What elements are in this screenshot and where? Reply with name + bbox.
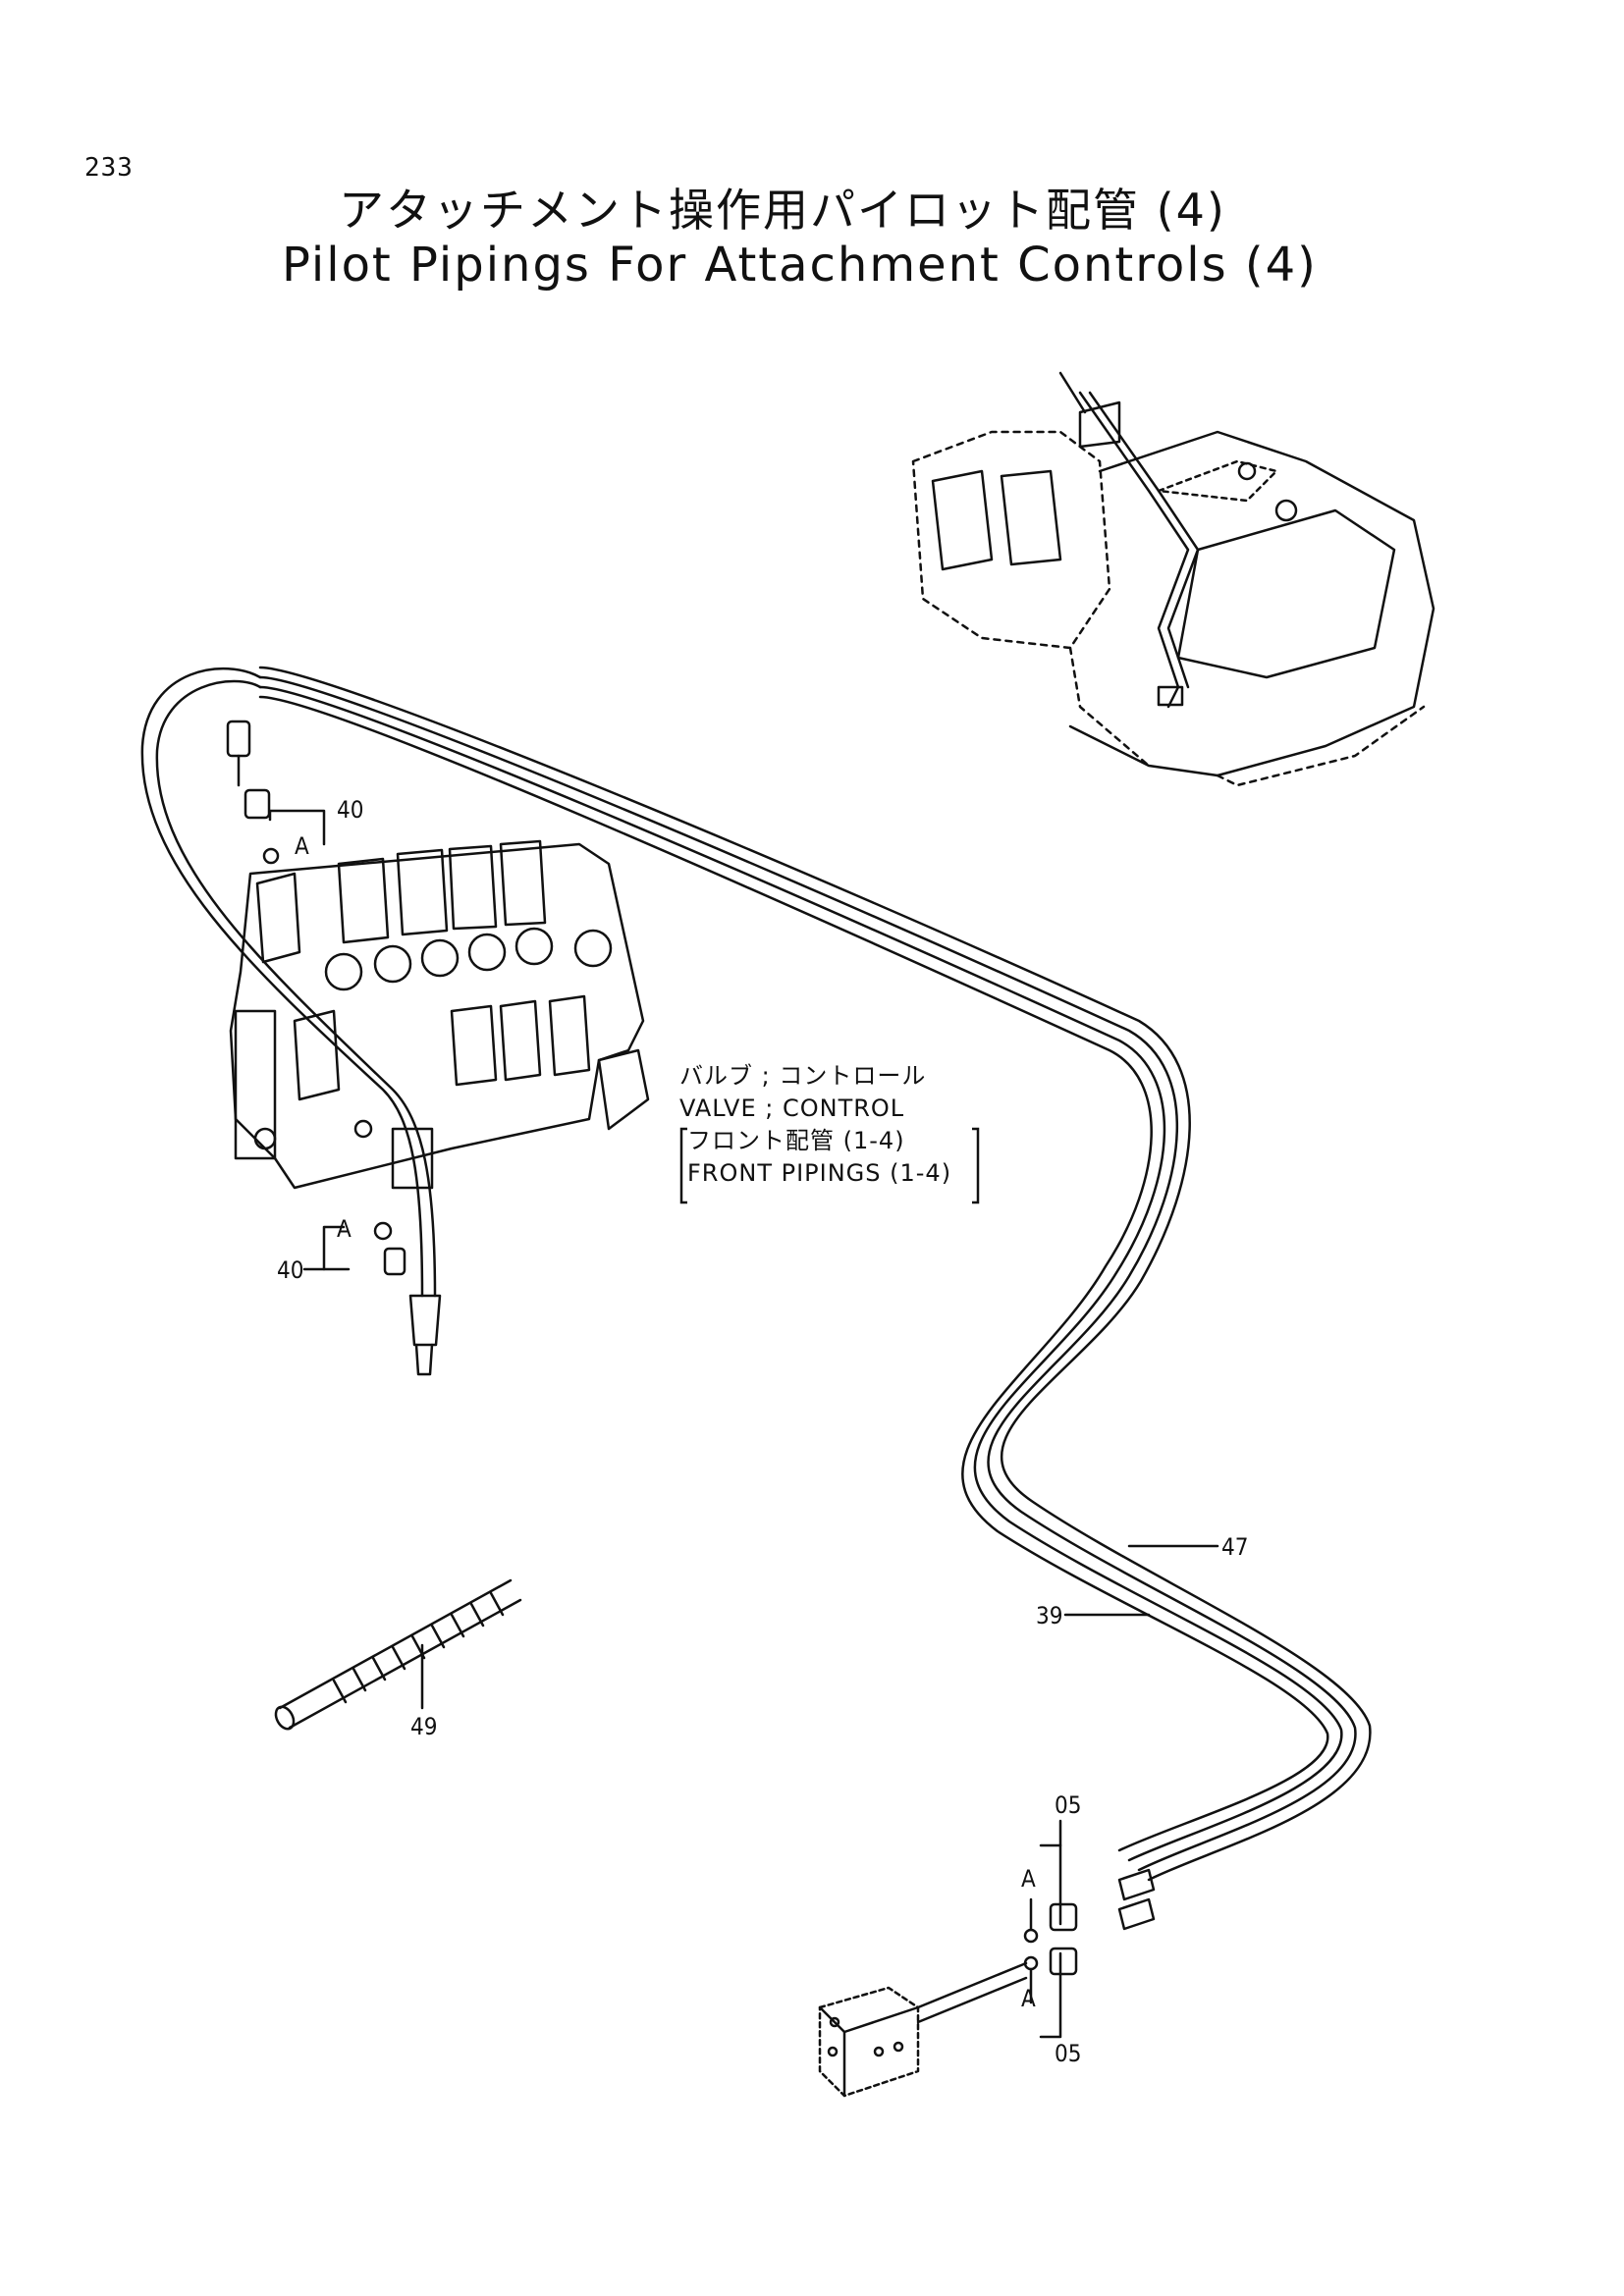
pipe-bundle: [140, 666, 1372, 1882]
part-number-05-bottom: 05: [1055, 2040, 1082, 2067]
part-number-40-bottom: 40: [277, 1256, 304, 1284]
top-fitting: [226, 720, 326, 865]
page-number: 233: [84, 153, 134, 183]
title-japanese: アタッチメント操作用パイロット配管 (4): [339, 184, 1226, 237]
left-pipe-end: [408, 1294, 442, 1376]
bottom-left-fitting: [302, 1221, 406, 1276]
bottom-right-fittings: [818, 1819, 1156, 2098]
label-a-right-top: A: [1021, 1865, 1036, 1893]
valve-label-jp: バルブ ; コントロール: [679, 1062, 927, 1090]
control-valve: [229, 839, 650, 1190]
label-a-right-bottom: A: [1021, 1985, 1036, 2012]
label-a-top: A: [295, 832, 309, 860]
part-number-49: 49: [410, 1713, 438, 1740]
front-pipings-en: FRONT PIPINGS (1-4): [687, 1159, 952, 1187]
valve-label: バルブ ; コントロール VALVE ; CONTROL フロント配管 (1-4…: [679, 1060, 951, 1190]
valve-label-en: VALVE ; CONTROL: [679, 1095, 905, 1122]
part-number-40-top: 40: [337, 796, 364, 824]
excavator-illustration: [911, 371, 1435, 787]
part-number-05-top: 05: [1055, 1791, 1082, 1819]
label-a-bottom: A: [337, 1215, 352, 1243]
part-number-47: 47: [1221, 1533, 1249, 1561]
part-number-39: 39: [1036, 1602, 1063, 1629]
spiral-guard: [274, 1578, 522, 1731]
front-pipings-jp: フロント配管 (1-4): [687, 1127, 905, 1154]
title-english: Pilot Pipings For Attachment Controls (4…: [282, 238, 1318, 293]
